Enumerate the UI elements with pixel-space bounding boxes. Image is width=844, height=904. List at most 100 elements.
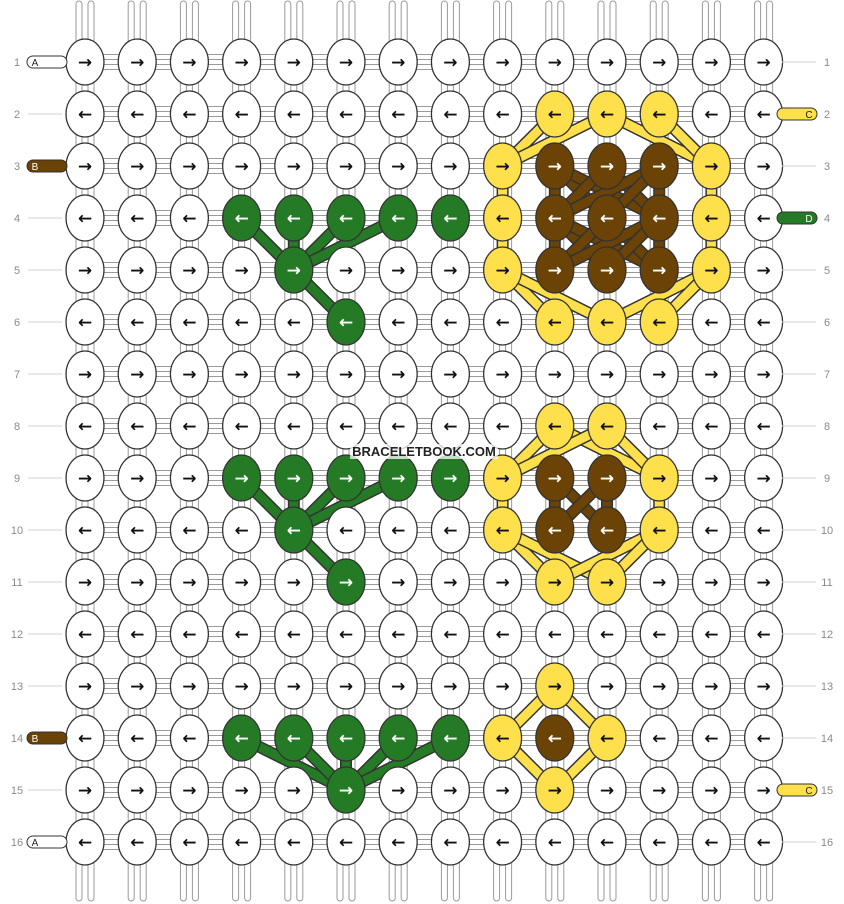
string-end-d: D	[776, 211, 818, 225]
knot-oval	[65, 454, 105, 502]
arrow-left-icon: ←	[78, 209, 92, 229]
arrow-left-icon: ←	[443, 209, 457, 229]
knot-oval	[587, 90, 627, 138]
knot: ←	[482, 298, 523, 346]
knot: →	[639, 142, 679, 190]
knot: ←	[378, 402, 418, 450]
knot: →	[221, 350, 262, 398]
arrow-right-icon: →	[182, 261, 196, 281]
arrow-right-icon: →	[339, 469, 353, 489]
knot-oval	[378, 818, 418, 866]
knot-oval	[535, 818, 575, 866]
knot: ←	[117, 90, 157, 138]
knot: ←	[587, 714, 627, 762]
knot-oval	[587, 246, 627, 294]
arrow-left-icon: ←	[600, 105, 614, 125]
arrow-right-icon: →	[548, 781, 562, 801]
arrow-right-icon: →	[548, 677, 562, 697]
knot-oval	[117, 662, 157, 710]
arrow-right-icon: →	[182, 365, 196, 385]
arrow-left-icon: ←	[443, 625, 457, 645]
arrow-right-icon: →	[495, 53, 509, 73]
knot: ←	[221, 506, 262, 554]
knot-oval	[587, 38, 627, 86]
knot: ←	[326, 610, 366, 658]
arrow-right-icon: →	[756, 261, 770, 281]
arrow-right-icon: →	[495, 781, 509, 801]
knot: ←	[639, 818, 679, 866]
knot: ←	[326, 194, 366, 242]
knot-oval	[482, 298, 523, 346]
arrow-left-icon: ←	[704, 833, 718, 853]
arrow-left-icon: ←	[652, 417, 666, 437]
arrow-right-icon: →	[548, 365, 562, 385]
arrow-right-icon: →	[443, 53, 457, 73]
knot-oval	[221, 714, 262, 762]
knot-oval	[169, 90, 210, 138]
row-number-left: 8	[14, 421, 20, 433]
knot: →	[65, 454, 105, 502]
knot-oval	[482, 818, 523, 866]
knot: →	[117, 454, 157, 502]
row-number-right: 11	[821, 577, 832, 589]
row-number-left: 15	[11, 785, 23, 797]
knot-oval	[482, 402, 523, 450]
knot-oval	[430, 246, 471, 294]
knot-oval	[691, 610, 732, 658]
row-number-left: 6	[14, 317, 20, 329]
string-end-bar	[26, 731, 68, 745]
arrow-left-icon: ←	[339, 625, 353, 645]
knot-oval	[587, 454, 627, 502]
string-letter: A	[32, 838, 39, 849]
knot-oval	[482, 142, 523, 190]
knot: ←	[535, 610, 575, 658]
arrow-left-icon: ←	[600, 313, 614, 333]
knot-oval	[221, 350, 262, 398]
arrow-right-icon: →	[130, 573, 144, 593]
knot-oval	[117, 142, 157, 190]
row-number-right: 13	[821, 681, 833, 693]
knot-oval	[535, 662, 575, 710]
arrow-left-icon: ←	[652, 209, 666, 229]
row-number-right: 4	[824, 213, 830, 225]
arrow-left-icon: ←	[600, 209, 614, 229]
string-letter: C	[805, 786, 812, 797]
watermark: BRACELETBOOK.COM	[352, 444, 496, 459]
arrow-right-icon: →	[234, 781, 248, 801]
row-number-right: 1	[824, 57, 830, 69]
knot-oval	[482, 662, 523, 710]
knot-oval	[639, 38, 679, 86]
knot-oval	[535, 714, 575, 762]
knot-oval	[274, 194, 314, 242]
knot-oval	[535, 558, 575, 606]
row-number-left: 7	[14, 369, 20, 381]
knot-oval	[482, 506, 523, 554]
knot-oval	[169, 506, 210, 554]
knot: →	[169, 142, 210, 190]
knot-oval	[117, 818, 157, 866]
knot: ←	[482, 506, 523, 554]
string-end-bar	[776, 107, 818, 121]
arrow-left-icon: ←	[443, 313, 457, 333]
row-number-left: 1	[14, 57, 20, 69]
arrow-right-icon: →	[130, 261, 144, 281]
knot-oval	[482, 558, 523, 606]
arrow-left-icon: ←	[182, 625, 196, 645]
knot-oval	[378, 766, 418, 814]
row-number-left: 2	[14, 109, 20, 121]
knot-oval	[221, 38, 262, 86]
knot-oval	[639, 454, 679, 502]
knot: →	[65, 38, 105, 86]
knot: →	[430, 142, 471, 190]
arrow-left-icon: ←	[756, 209, 770, 229]
knot: →	[743, 142, 784, 190]
arrow-left-icon: ←	[287, 209, 301, 229]
knot: ←	[65, 506, 105, 554]
arrow-left-icon: ←	[287, 521, 301, 541]
knot: →	[535, 662, 575, 710]
knot: ←	[691, 818, 732, 866]
knot-oval	[221, 402, 262, 450]
knot-oval	[482, 194, 523, 242]
